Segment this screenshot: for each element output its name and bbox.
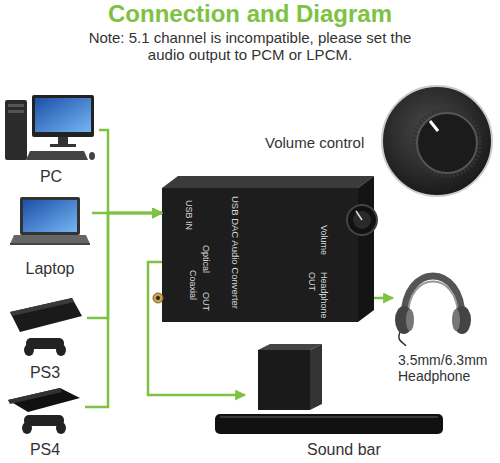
node-label: PC	[5, 168, 97, 186]
dac-box: USB INOpticalOUTCoaxialUSB DAC Audio Con…	[162, 176, 374, 322]
connector-arrow	[87, 213, 162, 318]
connector-arrow	[99, 130, 162, 213]
pc-node: PC	[5, 95, 99, 189]
pc-icon	[5, 95, 95, 160]
panel-label: Headphone	[318, 272, 328, 319]
note-text: Note: 5.1 channel is incompatible, pleas…	[70, 29, 430, 64]
volume-callout: Volume control	[262, 84, 495, 198]
connector-arrow	[374, 297, 393, 300]
ps4-node: PS4	[5, 386, 85, 461]
dac-body	[153, 176, 377, 322]
ps3-icon	[10, 298, 82, 356]
panel-label: Optical	[200, 245, 210, 273]
node-label: 3.5mm/6.3mm Headphone	[398, 352, 493, 384]
panel-label: USB DAC Audio Converter	[230, 196, 240, 309]
laptop-node: Laptop	[10, 195, 92, 281]
panel-label: USB IN	[183, 200, 193, 230]
panel-label: OUT	[306, 272, 316, 291]
node-label: Laptop	[10, 260, 90, 278]
panel-label: Coaxial	[187, 270, 197, 300]
headphone-icon	[395, 276, 471, 346]
laptop-icon	[10, 197, 90, 245]
ps4-icon	[8, 388, 80, 434]
volume-zoom	[382, 86, 492, 196]
ps3-node: PS3	[5, 292, 87, 384]
node-label: PS3	[5, 364, 85, 382]
node-label: PS4	[5, 441, 85, 459]
diagram-title: Connection and Diagram	[0, 0, 500, 28]
panel-label: Volume	[318, 225, 328, 255]
headphone-node: 3.5mm/6.3mm Headphone	[393, 262, 493, 392]
node-label: Sound bar	[307, 441, 381, 459]
connector-arrow	[85, 213, 162, 407]
node-label: Volume control	[265, 134, 364, 151]
soundbar-node: Sound bar	[245, 345, 450, 462]
panel-label: OUT	[200, 292, 210, 311]
